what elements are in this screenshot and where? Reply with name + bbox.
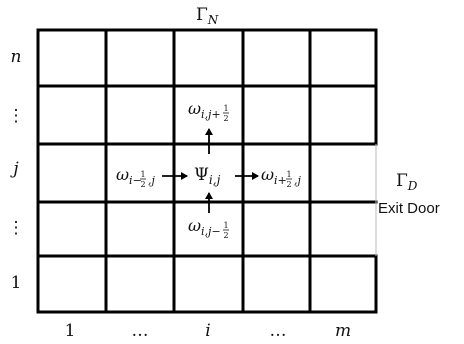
omega-down-frac-den: 2 [223,231,228,240]
omega-left-frac-den: 2 [140,180,145,189]
flux-arrows [162,128,259,213]
col-label-dots-1: … [132,321,149,341]
omega-down-frac-num: 1 [223,221,228,230]
gamma-d-label: ΓD [396,171,418,193]
omega-right-frac-num: 1 [286,170,291,179]
col-label-i: i [205,321,210,341]
col-label-dots-2: … [270,321,287,341]
grid [36,28,378,314]
omega-right-label: ωi+ [261,165,287,187]
omega-up-frac-den: 2 [223,114,228,123]
omega-left-label: ωi− [116,165,142,187]
col-label-m: m [335,321,351,341]
omega-left-tail: ,j [148,174,155,187]
omega-right-frac-den: 2 [286,180,291,189]
row-label-vdots-2: ⋮ [8,218,25,238]
omega-up-frac-num: 1 [223,104,228,113]
row-label-j: j [9,159,19,179]
omega-left-frac-num: 1 [140,170,145,179]
col-label-1: 1 [65,321,76,341]
omega-right-tail: ,j [294,174,301,187]
row-label-n: n [11,47,22,67]
omega-up-label: ωi,j+ [188,99,221,121]
row-label-1: 1 [11,273,22,293]
row-label-vdots-1: ⋮ [8,106,25,126]
psi-center-label: Ψi,j [194,165,221,187]
gamma-n-label: ΓN [196,5,219,27]
omega-down-label: ωi,j− [188,216,221,238]
exit-door-label: Exit Door [378,200,440,217]
